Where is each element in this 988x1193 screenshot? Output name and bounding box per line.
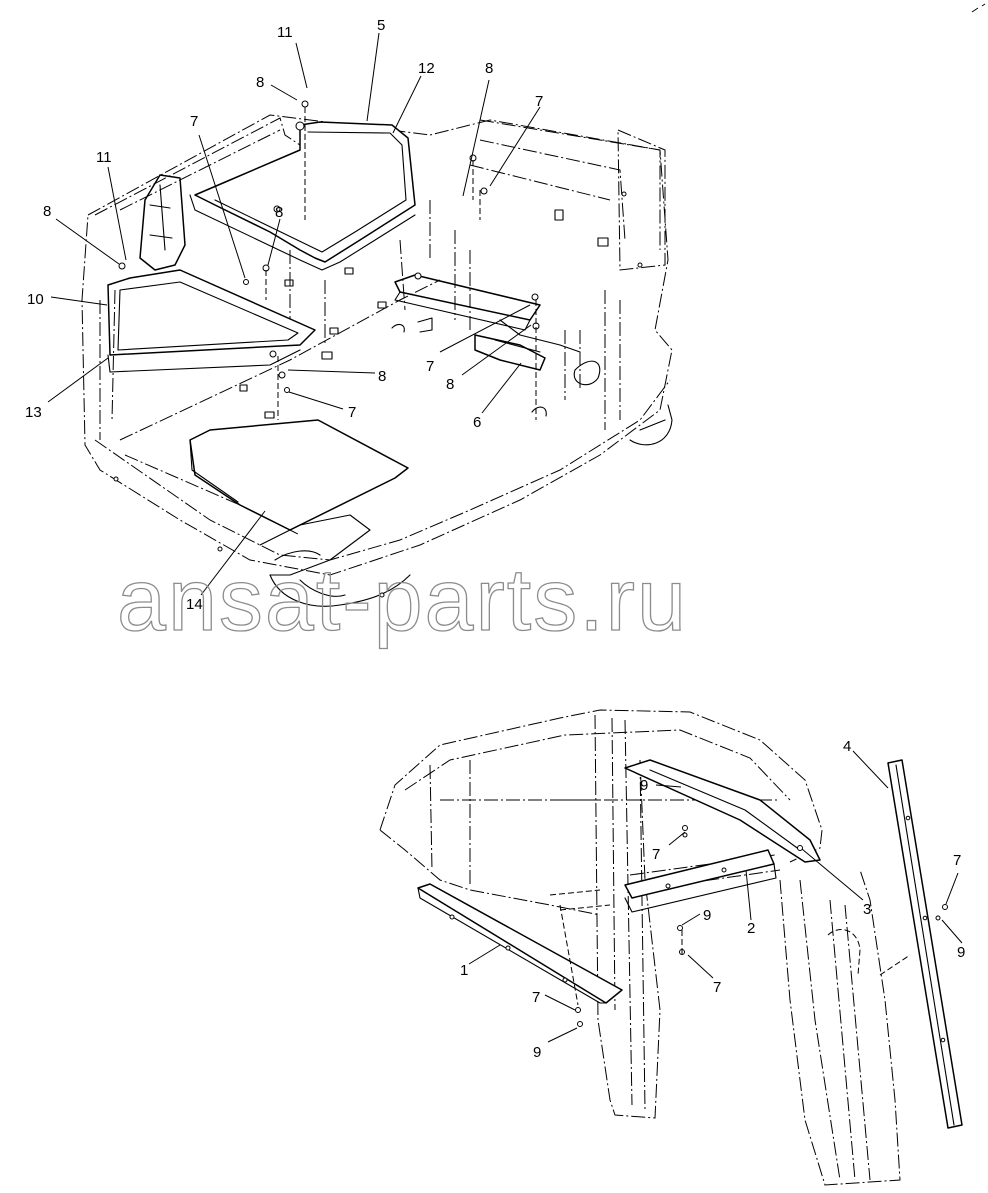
front-cowl (269, 574, 411, 607)
strip-3-detail (649, 769, 801, 851)
callout-7: 7 (713, 979, 721, 996)
callout-8: 8 (446, 376, 454, 393)
callout-8: 8 (485, 60, 493, 77)
rear-pillar-right-inner (799, 879, 871, 1181)
callout-9: 9 (703, 907, 711, 924)
rail-4-flange (895, 764, 955, 1126)
callout-2: 2 (747, 920, 755, 937)
foot-well (259, 514, 371, 576)
right-corner-bracket (629, 404, 673, 446)
bottom-rail-dash (549, 889, 911, 976)
left-bracket (139, 174, 186, 271)
panel-13-flange (117, 281, 299, 351)
front-pillar-left (594, 714, 661, 1119)
left-side-wall (99, 289, 116, 440)
callout-6: 6 (473, 414, 481, 431)
callout-14: 14 (186, 596, 203, 613)
callout-5: 5 (377, 17, 385, 34)
left-bracket-detail (149, 184, 173, 251)
frame-struts (289, 200, 621, 430)
top-leaders (47, 32, 541, 596)
rear-pillar-right (779, 869, 901, 1186)
callout-3: 3 (863, 901, 871, 918)
callout-1: 1 (460, 962, 468, 979)
floor-front-edge (94, 379, 671, 561)
callout-8: 8 (43, 203, 51, 220)
callout-9: 9 (957, 944, 965, 961)
callout-13: 13 (25, 404, 42, 421)
rail-4-holes (905, 815, 946, 1043)
callout-7: 7 (190, 113, 198, 130)
bottom-leaders (468, 750, 963, 1043)
callout-8: 8 (256, 74, 264, 91)
canopy-bolt-axes (559, 904, 683, 1006)
canopy-hardware (575, 825, 948, 1027)
bracket-2-lip (624, 863, 777, 913)
top-bolt-axes (265, 107, 537, 420)
panel-12-lip (189, 194, 416, 271)
canopy-left-side (379, 829, 601, 916)
shield-1-lip (417, 887, 607, 1004)
callout-7: 7 (426, 358, 434, 375)
callout-8: 8 (275, 204, 283, 221)
rear-pillar-knob (827, 929, 861, 976)
front-pillar-left-inner (611, 717, 646, 1111)
callout-11: 11 (96, 149, 112, 166)
callout-7: 7 (348, 404, 356, 421)
frame-outline (81, 114, 673, 576)
panel-13 (107, 269, 316, 356)
callout-10: 10 (27, 291, 44, 308)
callout-12: 12 (418, 60, 435, 77)
floor-cutouts (239, 209, 609, 419)
right-wall (469, 119, 661, 250)
shield-1-holes (449, 914, 568, 983)
corner-mark (971, 3, 986, 13)
callout-8: 8 (378, 368, 386, 385)
floor-inner-edge (119, 279, 441, 536)
callout-7: 7 (532, 989, 540, 1006)
canopy-left-rail (429, 760, 600, 885)
bracket-2-holes (665, 867, 727, 889)
callout-9: 9 (640, 777, 648, 794)
callout-11: 11 (277, 24, 293, 41)
callout-4: 4 (843, 738, 851, 755)
rear-shield (617, 129, 666, 271)
foot-well-inner (274, 550, 346, 597)
callout-7: 7 (953, 852, 961, 869)
strip-3 (624, 759, 821, 863)
watermark-text: ansat-parts.ru (117, 550, 688, 649)
canopy-top-outline (379, 709, 823, 863)
bracket-6 (474, 334, 546, 371)
cross-beam-lip (394, 291, 531, 331)
callout-labels: 11 8 5 12 8 7 7 11 8 8 10 13 8 7 7 8 6 1… (25, 17, 965, 1061)
shield-1 (417, 883, 623, 1004)
floor-frame-assembly (47, 32, 673, 607)
bracket-6-detail (494, 319, 581, 353)
panel-13-lip (107, 349, 301, 373)
canopy-frame-assembly (379, 709, 963, 1186)
canopy-top-inner (404, 729, 791, 801)
callout-7: 7 (535, 93, 543, 110)
mat-14 (189, 419, 409, 531)
callout-9: 9 (533, 1044, 541, 1061)
mat-14-edge (189, 439, 239, 503)
cross-beam (394, 274, 541, 321)
floor-opening-right (573, 360, 601, 386)
callout-7: 7 (652, 846, 660, 863)
panel-12-flange (214, 131, 407, 253)
